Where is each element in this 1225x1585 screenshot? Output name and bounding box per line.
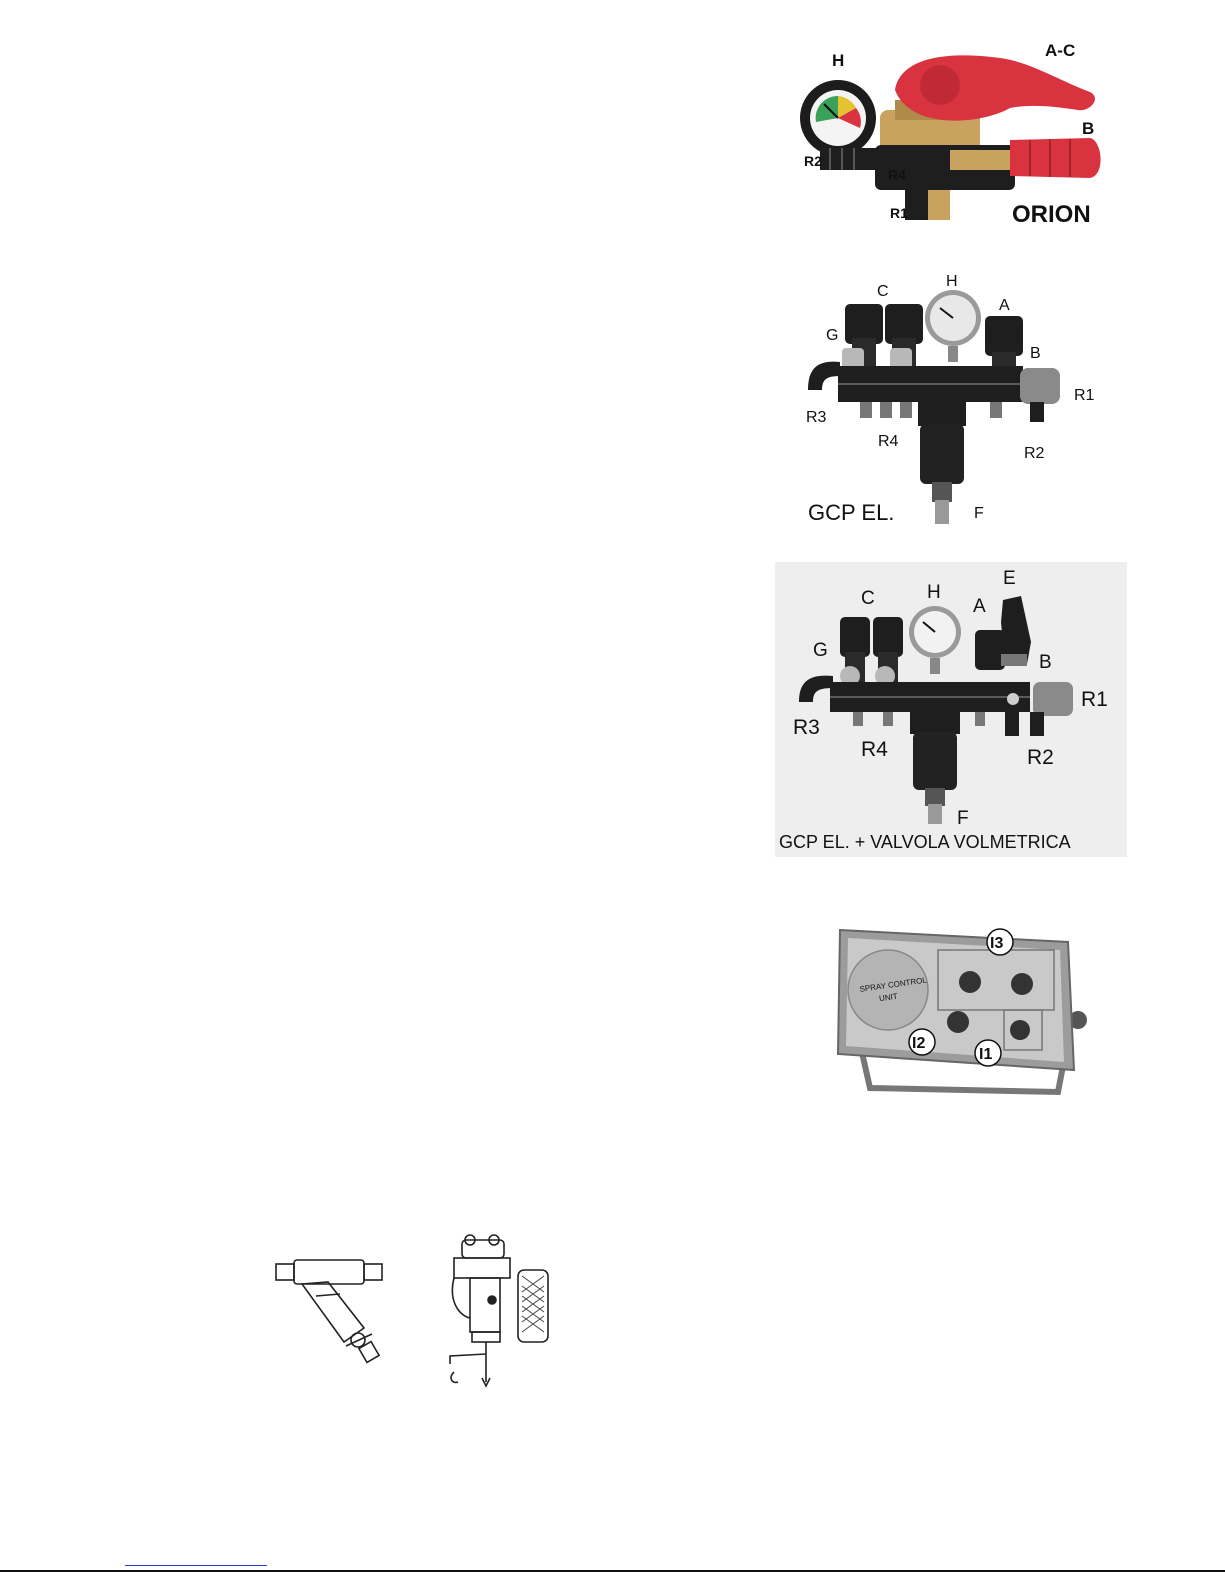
boom-switch-right [1011,973,1033,995]
filter-base [472,1332,500,1342]
suction-filter-drawing [440,1232,560,1397]
footnote-rule [125,1565,267,1566]
gcp-el-volmetrica-figure: C H E A G B R1 R3 R4 R2 F GCP EL. + VALV… [775,562,1127,857]
label-r3: R3 [806,409,827,426]
label-i3: I3 [990,935,1003,952]
label-b: B [1039,652,1052,673]
label-b: B [1082,119,1094,138]
label-h: H [832,51,844,70]
label-r4: R4 [878,433,899,450]
label-r4: R4 [861,738,888,761]
pressure-switch-i2 [947,1011,969,1033]
drain-nozzle [359,1342,379,1363]
label-e: E [1003,568,1016,589]
label-b: B [1030,345,1041,362]
label-c: C [861,588,875,609]
filter-cartridge-icon [518,1270,548,1342]
orion-figure: H A-C B R2 R4 R1 ORION [790,30,1120,235]
label-r1: R1 [1081,688,1108,711]
label-a-c: A-C [1045,41,1075,60]
solenoid-valve-a [975,630,1005,670]
figure-title-orion: ORION [1012,201,1091,228]
rotate-arrow-icon [451,1372,458,1382]
label-a: A [973,596,986,617]
filter-cap [454,1258,510,1278]
label-c: C [877,283,889,300]
label-r1: R1 [890,205,908,221]
outlet-thread [364,1264,382,1280]
page-bottom-rule [0,1570,1225,1572]
boom-switch-left [959,971,981,993]
label-h: H [946,273,958,290]
figure-title-gcp-el: GCP EL. [808,500,894,525]
label-i1: I1 [979,1046,992,1063]
hose-barb-r2 [820,148,880,170]
gcp-el-figure: C H A G B R1 R3 R4 R2 F GCP EL. [800,268,1120,536]
label-f: F [974,505,984,522]
label-f: F [957,808,969,829]
pressure-gauge-icon [800,80,876,156]
drain-lever [450,1354,486,1364]
label-r3: R3 [793,716,820,739]
line-filter-drawing [272,1250,392,1370]
label-g: G [813,640,828,661]
filter-tee-body [294,1260,364,1284]
main-switch-i1 [1010,1020,1030,1040]
spray-control-unit-figure: SPRAY CONTROL UNIT I3 I2 I1 [830,920,1100,1100]
label-i2: I2 [912,1035,925,1052]
solenoid-valve-a [985,316,1023,356]
label-r2: R2 [1024,445,1045,462]
inlet-thread [276,1264,294,1280]
label-r2: R2 [804,153,822,169]
red-knob-b [1010,138,1101,178]
figure-title-volmetrica: GCP EL. + VALVOLA VOLMETRICA [779,832,1071,852]
label-r1: R1 [1074,387,1095,404]
label-g: G [826,327,838,344]
label-r2: R2 [1027,746,1054,769]
label-a: A [999,297,1010,314]
label-h: H [927,582,941,603]
volumetric-valve-band [1001,654,1027,666]
label-r4: R4 [888,167,906,183]
filter-housing [470,1278,500,1332]
